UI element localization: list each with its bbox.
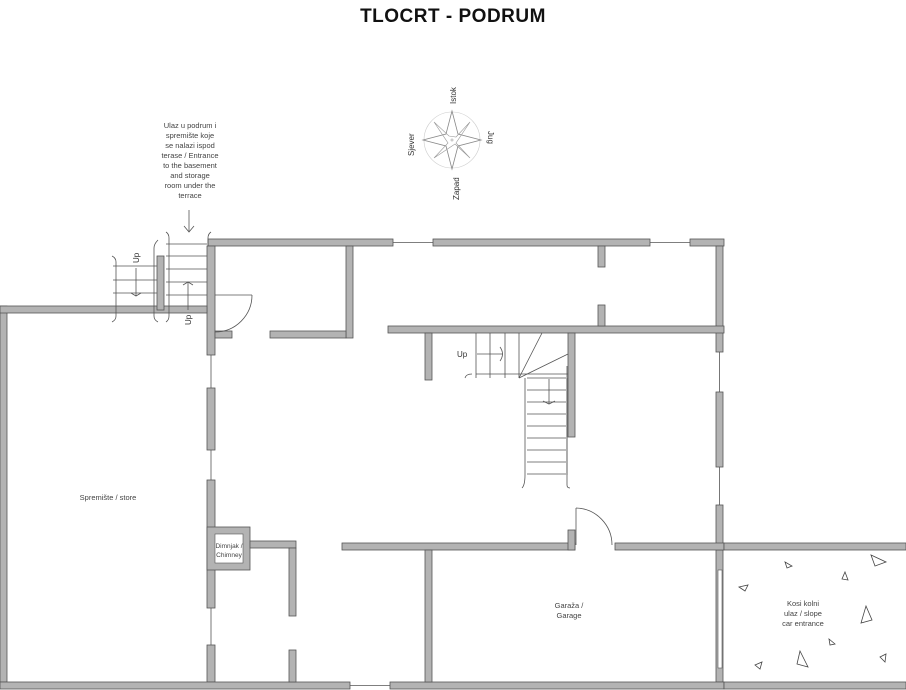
note-line: and storage [170, 171, 210, 180]
stairs-up-label: Up [457, 350, 468, 359]
room-label-garage: Garaža / [555, 601, 585, 610]
note-line: spremište koje [166, 131, 214, 140]
note-line: room under the [165, 181, 216, 190]
plan-title: TLOCRT - PODRUM [360, 6, 546, 27]
room-label-ramp: car entrance [782, 619, 824, 628]
room-label-chimney: Dimnjak / [215, 543, 242, 550]
door-icon [575, 507, 613, 546]
room-label-chimney: Chimney [216, 552, 242, 559]
note-line: Ulaz u podrum i [164, 121, 217, 130]
interior-stairs [464, 332, 571, 489]
compass-west: Zapad [452, 177, 461, 200]
entrance-stairs [111, 231, 212, 323]
compass-south: Jug [486, 131, 495, 144]
room-label-store: Spremište / store [80, 493, 137, 502]
room-label-garage: Garage [556, 611, 581, 620]
note-line: to the basement [163, 161, 218, 170]
room-label-ramp: Kosi kolni [787, 599, 819, 608]
stairs-up-label: Up [184, 314, 193, 325]
compass-north: Sjever [407, 133, 416, 156]
room-label-ramp: ulaz / slope [784, 609, 822, 618]
door-icon [214, 294, 253, 333]
entrance-note: Ulaz u podrum i spremište koje se nalazi… [161, 121, 218, 200]
note-line: terase / Entrance [161, 151, 218, 160]
arrow-down-icon [183, 210, 195, 233]
compass-east: Istok [449, 86, 458, 104]
ramp-hatch [737, 554, 888, 670]
note-line: terrace [178, 191, 201, 200]
note-line: se nalazi ispod [165, 141, 215, 150]
walls [0, 238, 906, 690]
stairs-up-label: Up [132, 252, 141, 263]
windows [210, 242, 720, 686]
compass-rose-icon [421, 109, 483, 171]
